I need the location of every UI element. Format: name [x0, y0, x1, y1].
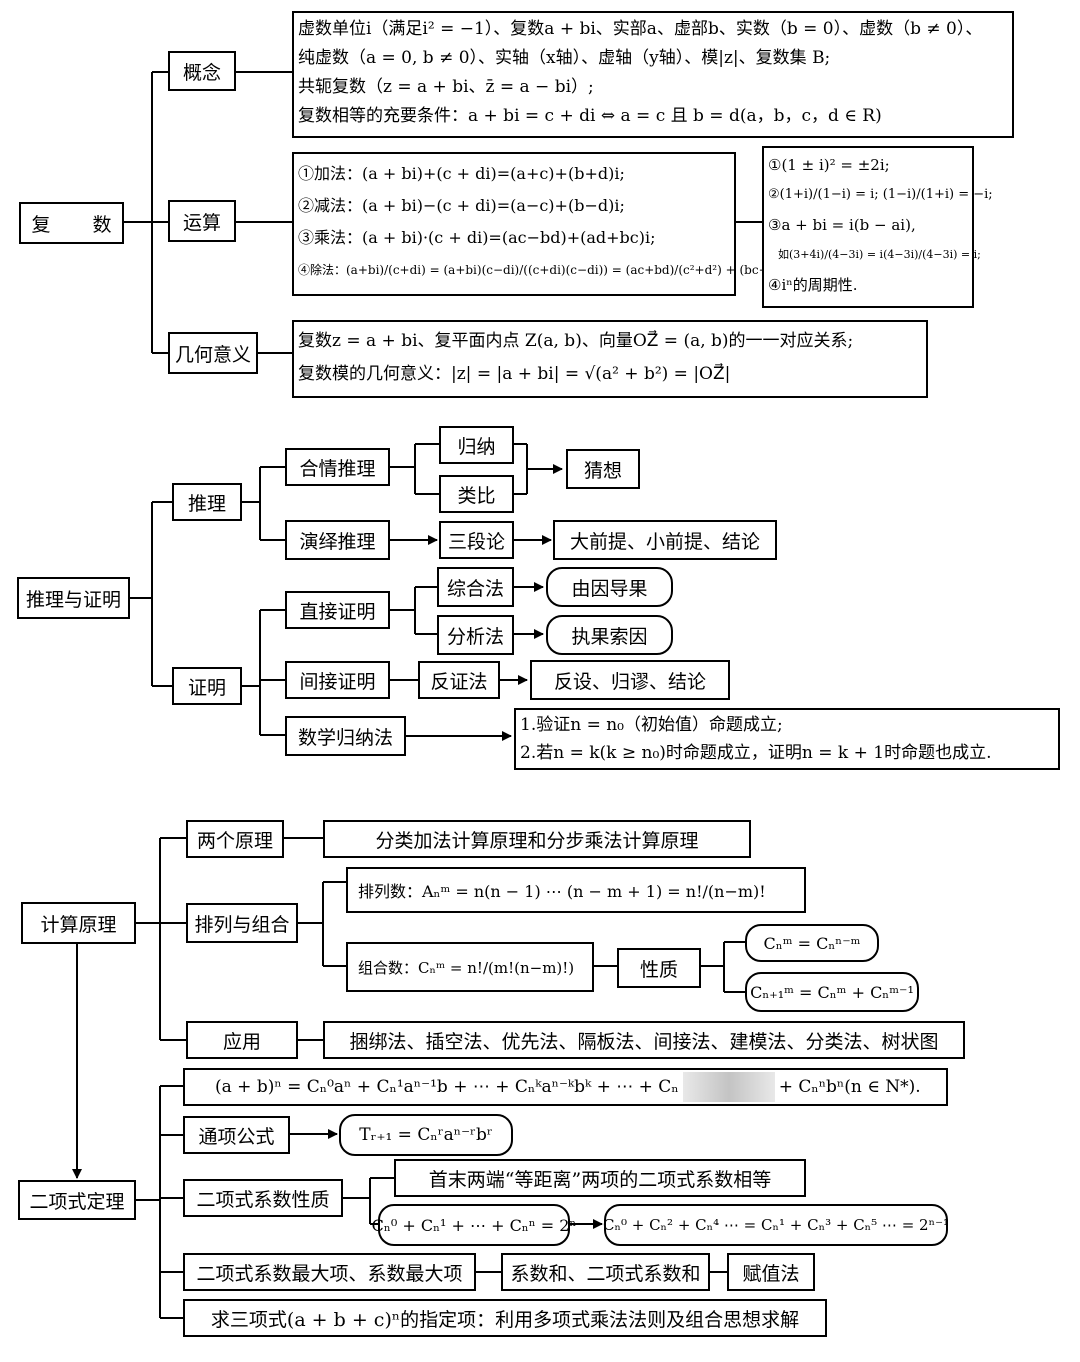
contradiction-steps-node: 反设、归谬、结论: [530, 660, 730, 700]
combination-formula-box: 组合数：Cₙᵐ = n!/(m!(n−m)!): [346, 942, 594, 992]
induction-node: 归纳: [439, 426, 514, 464]
note-5: ④iⁿ的周期性.: [768, 276, 858, 294]
induction-steps-box: 1.验证n = n₀（初始值）命题成立; 2.若n = k(k ≥ n₀)时命题…: [514, 708, 1060, 770]
op-multiply: ③乘法：(a + bi)·(c + di)=(ac−bd)+(ad+bc)i;: [298, 228, 656, 247]
concept-box: 虚数单位i（满足i² = −1）、复数a + bi、实部a、虚部b、实数（b =…: [292, 11, 1014, 138]
operations-node: 运算: [168, 200, 236, 242]
reasoning-node: 推理: [172, 483, 242, 521]
concept-line-2: 纯虚数（a = 0, b ≠ 0）、实轴（x轴）、虚轴（y轴）、模|z|、复数集…: [298, 48, 831, 68]
property-node: 性质: [617, 948, 701, 988]
root-counting-principles: 计算原理: [21, 902, 136, 944]
induction-step-2: 2.若n = k(k ≥ n₀)时命题成立，证明n = k + 1时命题也成立.: [520, 743, 992, 763]
expansion-left: (a + b)ⁿ = Cₙ⁰aⁿ + Cₙ¹aⁿ⁻¹b + ⋯ + Cₙᵏaⁿ⁻…: [215, 1077, 679, 1097]
max-term-node: 二项式系数最大项、系数最大项: [183, 1253, 476, 1291]
application-node: 应用: [186, 1021, 298, 1059]
permutation-formula-box: 排列数：Aₙᵐ = n(n − 1) ⋯ (n − m + 1) = n!/(n…: [346, 867, 806, 913]
assignment-method-node: 赋值法: [727, 1253, 815, 1291]
trinomial-node: 求三项式(a + b + c)ⁿ的指定项：利用多项式乘法法则及组合思想求解: [183, 1299, 827, 1337]
geo-line-2: 复数模的几何意义：|z| = |a + bi| = √(a² + b²) = |…: [298, 364, 731, 384]
math-induction-node: 数学归纳法: [285, 716, 406, 756]
comb-property-2: Cₙ₊₁ᵐ = Cₙᵐ + Cₙᵐ⁻¹: [745, 972, 919, 1012]
note-2: ②(1+i)/(1−i) = i; (1−i)/(1+i) = −i;: [768, 187, 993, 202]
coef-sums-node: 系数和、二项式系数和: [501, 1253, 710, 1291]
two-principles-desc-node: 分类加法计算原理和分步乘法计算原理: [323, 820, 751, 858]
plausible-reasoning-node: 合情推理: [285, 448, 390, 486]
concept-node: 概念: [168, 51, 236, 91]
root-reasoning-proof: 推理与证明: [17, 577, 130, 619]
contradiction-method-node: 反证法: [418, 661, 500, 699]
op-divide: ④除法：(a+bi)/(c+di) = (a+bi)(c−di)/((c+di)…: [298, 263, 848, 277]
analogy-node: 类比: [439, 475, 514, 513]
concept-line-3: 共轭复数（z = a + bi、z̄ = a − bi）;: [298, 77, 594, 97]
perm-comb-node: 排列与组合: [186, 903, 298, 943]
note-1: ①(1 ± i)² = ±2i;: [768, 156, 890, 174]
obscured-region: [682, 1072, 775, 1102]
general-term-formula: Tᵣ₊₁ = Cₙʳaⁿ⁻ʳbʳ: [339, 1114, 513, 1156]
geometric-meaning-box: 复数z = a + bi、复平面内点 Z(a, b)、向量OZ⃗ = (a, b…: [292, 320, 928, 398]
binomial-expansion-box: (a + b)ⁿ = Cₙ⁰aⁿ + Cₙ¹aⁿ⁻¹b + ⋯ + Cₙᵏaⁿ⁻…: [183, 1068, 948, 1106]
root-complex-numbers: 复 数: [19, 202, 124, 244]
note-3: ③a + bi = i(b − ai),: [768, 216, 916, 234]
direct-proof-node: 直接证明: [285, 591, 390, 629]
analytic-desc-node: 执果索因: [546, 615, 673, 655]
application-desc-node: 捆绑法、插空法、优先法、隔板法、间接法、建模法、分类法、树状图: [323, 1021, 965, 1059]
comb-property-1: Cₙᵐ = Cₙⁿ⁻ᵐ: [745, 924, 879, 962]
coef-sum-odd-even-formula: Cₙ⁰ + Cₙ² + Cₙ⁴ ⋯ = Cₙ¹ + Cₙ³ + Cₙ⁵ ⋯ = …: [603, 1204, 949, 1246]
deductive-reasoning-node: 演绎推理: [285, 520, 390, 560]
operations-notes-box: ①(1 ± i)² = ±2i; ②(1+i)/(1−i) = i; (1−i)…: [762, 146, 993, 308]
coef-prop-symmetric: 首末两端“等距离”两项的二项式系数相等: [394, 1159, 806, 1197]
op-subtract: ②减法：(a + bi)−(c + di)=(a−c)+(b−d)i;: [298, 196, 625, 215]
concept-line-1: 虚数单位i（满足i² = −1）、复数a + bi、实部a、虚部b、实数（b =…: [298, 19, 983, 39]
geo-line-1: 复数z = a + bi、复平面内点 Z(a, b)、向量OZ⃗ = (a, b…: [298, 331, 854, 351]
syllogism-node: 三段论: [439, 521, 514, 559]
general-term-node: 通项公式: [183, 1116, 290, 1154]
conjecture-node: 猜想: [566, 449, 640, 489]
two-principles-node: 两个原理: [186, 820, 284, 858]
op-add: ①加法：(a + bi)+(c + di)=(a+c)+(b+d)i;: [298, 164, 625, 183]
induction-step-1: 1.验证n = n₀（初始值）命题成立;: [520, 715, 783, 735]
syllogism-parts-node: 大前提、小前提、结论: [553, 520, 777, 560]
expansion-right: + Cₙⁿbⁿ(n ∈ N*).: [778, 1077, 921, 1097]
geometric-meaning-node: 几何意义: [168, 332, 258, 374]
concept-line-4: 复数相等的充要条件：a + bi = c + di ⇔ a = c 且 b = …: [298, 106, 882, 126]
indirect-proof-node: 间接证明: [285, 661, 390, 699]
synthetic-desc-node: 由因导果: [546, 567, 673, 607]
analytic-method-node: 分析法: [437, 615, 514, 655]
synthetic-method-node: 综合法: [437, 567, 514, 607]
note-4: 如(3+4i)/(4−3i) = i(4−3i)/(4−3i) = i;: [778, 248, 981, 261]
coef-props-node: 二项式系数性质: [183, 1179, 343, 1217]
operations-box: ①加法：(a + bi)+(c + di)=(a+c)+(b+d)i; ②减法：…: [292, 152, 848, 296]
root-binomial-theorem: 二项式定理: [18, 1180, 136, 1220]
proof-node: 证明: [172, 667, 242, 705]
coef-sum-formula: Cₙ⁰ + Cₙ¹ + ⋯ + Cₙⁿ = 2ⁿ: [372, 1204, 576, 1246]
